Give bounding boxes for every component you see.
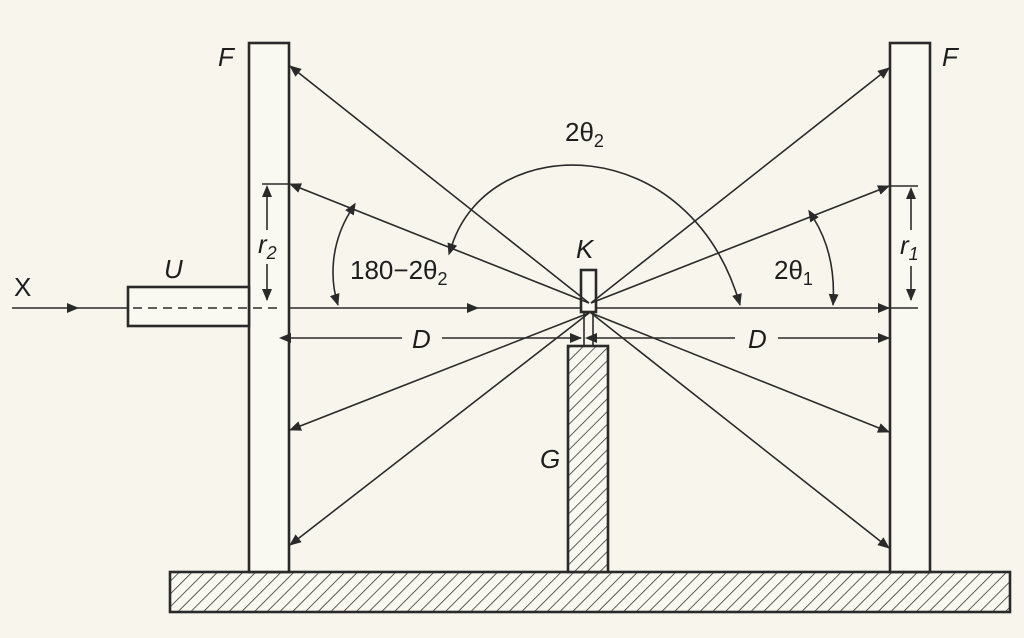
- label-specimen: K: [576, 234, 595, 264]
- back-reflected-ray-1: [289, 65, 590, 304]
- label-angle-2theta2: 2θ2: [565, 117, 604, 151]
- label-collimator: U: [164, 254, 183, 284]
- label-film-left: F: [218, 42, 236, 72]
- collimator: [126, 285, 251, 328]
- transmitted-ray-4: [590, 312, 890, 549]
- label-angle-2theta1: 2θ1: [774, 255, 813, 289]
- transmitted-ray-2: [590, 185, 890, 304]
- label-radius-left: r2: [258, 229, 277, 263]
- label-radius-right: r1: [900, 230, 919, 264]
- label-film-right: F: [942, 42, 960, 72]
- back-reflected-ray-3: [289, 312, 590, 431]
- label-angle-180-minus-2theta2: 180−2θ2: [350, 255, 448, 289]
- back-reflected-ray-4: [289, 312, 590, 546]
- label-beam: X: [14, 272, 31, 302]
- label-distance-left: D: [412, 324, 431, 354]
- base-plate: [168, 570, 1012, 614]
- angle-2theta1-arc: [808, 209, 839, 306]
- goniometer-post: [566, 344, 610, 574]
- angle-180-2theta2-arc: [329, 202, 356, 306]
- transmitted-ray-1: [590, 67, 890, 304]
- transmitted-ray-3: [590, 312, 890, 433]
- label-goniometer: G: [540, 444, 560, 474]
- label-distance-right: D: [748, 324, 767, 354]
- angle-2theta2-arc: [447, 164, 742, 306]
- specimen: [579, 268, 598, 314]
